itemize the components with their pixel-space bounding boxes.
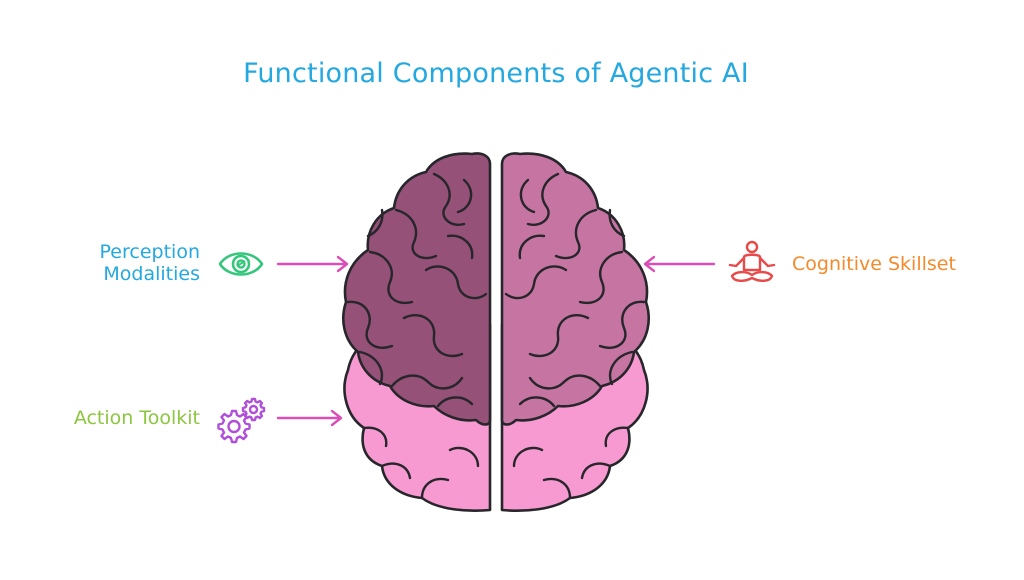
perception-modalities-label: Perception Modalities — [70, 241, 200, 285]
cognitive-skillset-label: Cognitive Skillset — [792, 253, 956, 275]
perception-label-line-2: Modalities — [103, 263, 200, 285]
meditation-icon — [728, 240, 776, 282]
eye-icon — [218, 252, 264, 276]
action-toolkit-label: Action Toolkit — [73, 407, 200, 429]
action-arrow — [276, 409, 343, 427]
cognitive-arrow — [643, 255, 716, 273]
perception-arrow — [276, 255, 349, 273]
brain-illustration — [342, 152, 650, 512]
perception-label-line-1: Perception — [99, 241, 200, 263]
diagram-title: Functional Components of Agentic AI — [243, 58, 749, 89]
gears-icon — [217, 397, 266, 444]
